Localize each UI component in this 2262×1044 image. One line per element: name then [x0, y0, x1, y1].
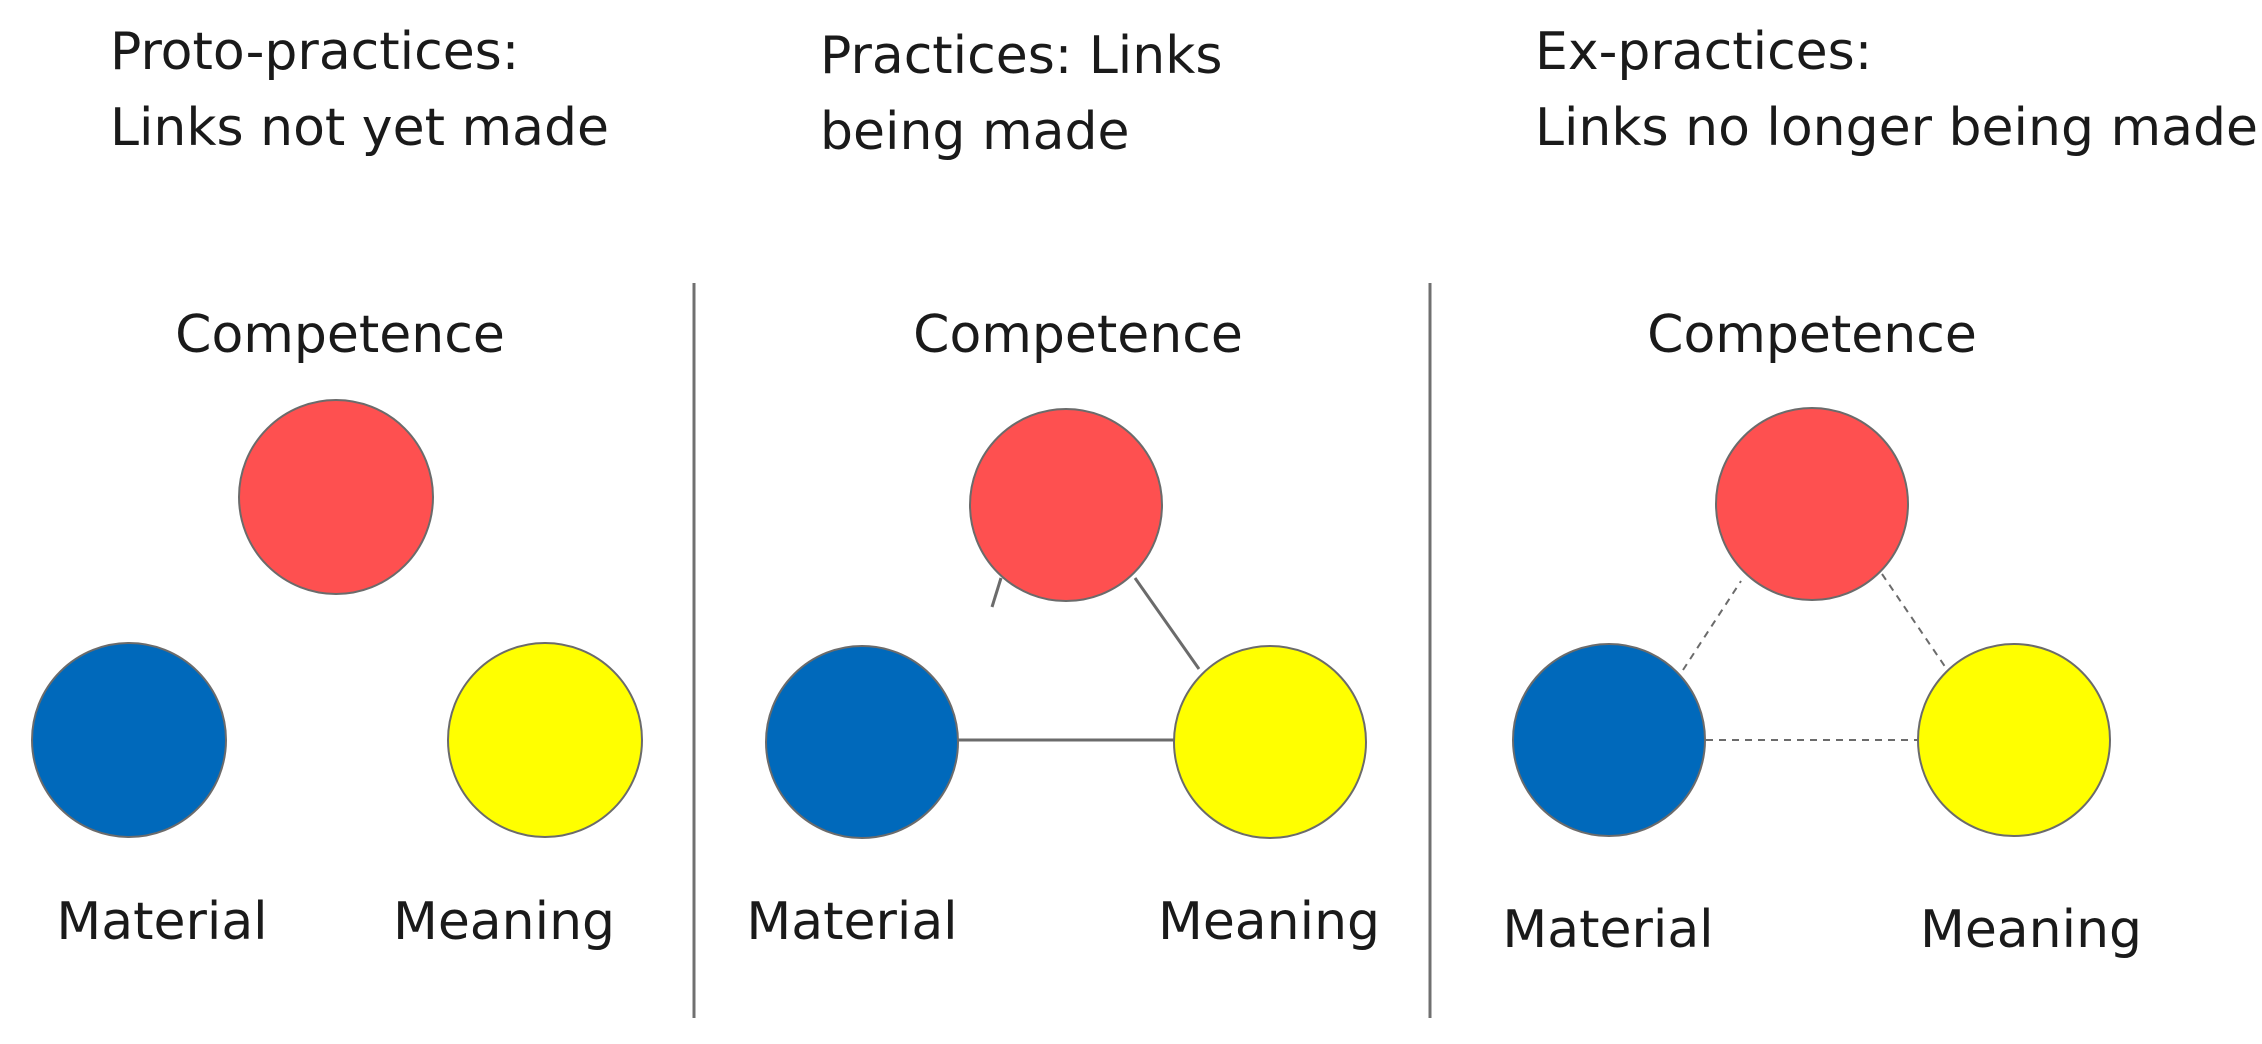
meaning-label: Meaning	[1158, 892, 1380, 952]
meaning-node	[1173, 645, 1367, 839]
meaning-node	[1917, 643, 2111, 837]
material-node	[765, 645, 959, 839]
link-competence-meaning	[1133, 577, 1201, 670]
material-label: Material	[1502, 900, 1713, 960]
meaning-node	[447, 642, 643, 838]
material-node	[1512, 643, 1706, 837]
panel-ex-practices: Competence Material Meaning	[1502, 305, 2142, 960]
competence-node	[969, 408, 1163, 602]
competence-node	[238, 399, 434, 595]
link-material-competence	[1682, 580, 1742, 671]
panel-heading-ex-practices: Ex-practices: Links no longer being made	[1535, 14, 2258, 166]
competence-label: Competence	[913, 305, 1243, 365]
panel-heading-line-1: Practices: Links	[820, 26, 1223, 86]
material-label: Material	[746, 892, 957, 952]
panel-practices: Competence Material Meaning	[746, 305, 1380, 952]
link-competence-meaning	[1881, 573, 1949, 672]
panel-heading-line-2: Links no longer being made	[1535, 98, 2258, 158]
competence-label: Competence	[175, 305, 505, 365]
panel-heading-proto-practices: Proto-practices: Links not yet made	[110, 14, 609, 166]
meaning-label: Meaning	[393, 892, 615, 952]
competence-node	[1715, 407, 1909, 601]
panel-proto-practices: Competence Material Meaning	[31, 305, 643, 952]
panel-heading-line-1: Ex-practices:	[1535, 22, 1873, 82]
panel-heading-line-1: Proto-practices:	[110, 22, 520, 82]
panel-heading-line-2: Links not yet made	[110, 98, 610, 158]
panel-heading-line-2: being made	[820, 102, 1130, 162]
material-label: Material	[56, 892, 267, 952]
panel-heading-practices: Practices: Links being made	[820, 18, 1222, 170]
competence-label: Competence	[1647, 305, 1977, 365]
meaning-label: Meaning	[1920, 900, 2142, 960]
material-node	[31, 642, 227, 838]
link-material-competence	[990, 577, 1003, 608]
